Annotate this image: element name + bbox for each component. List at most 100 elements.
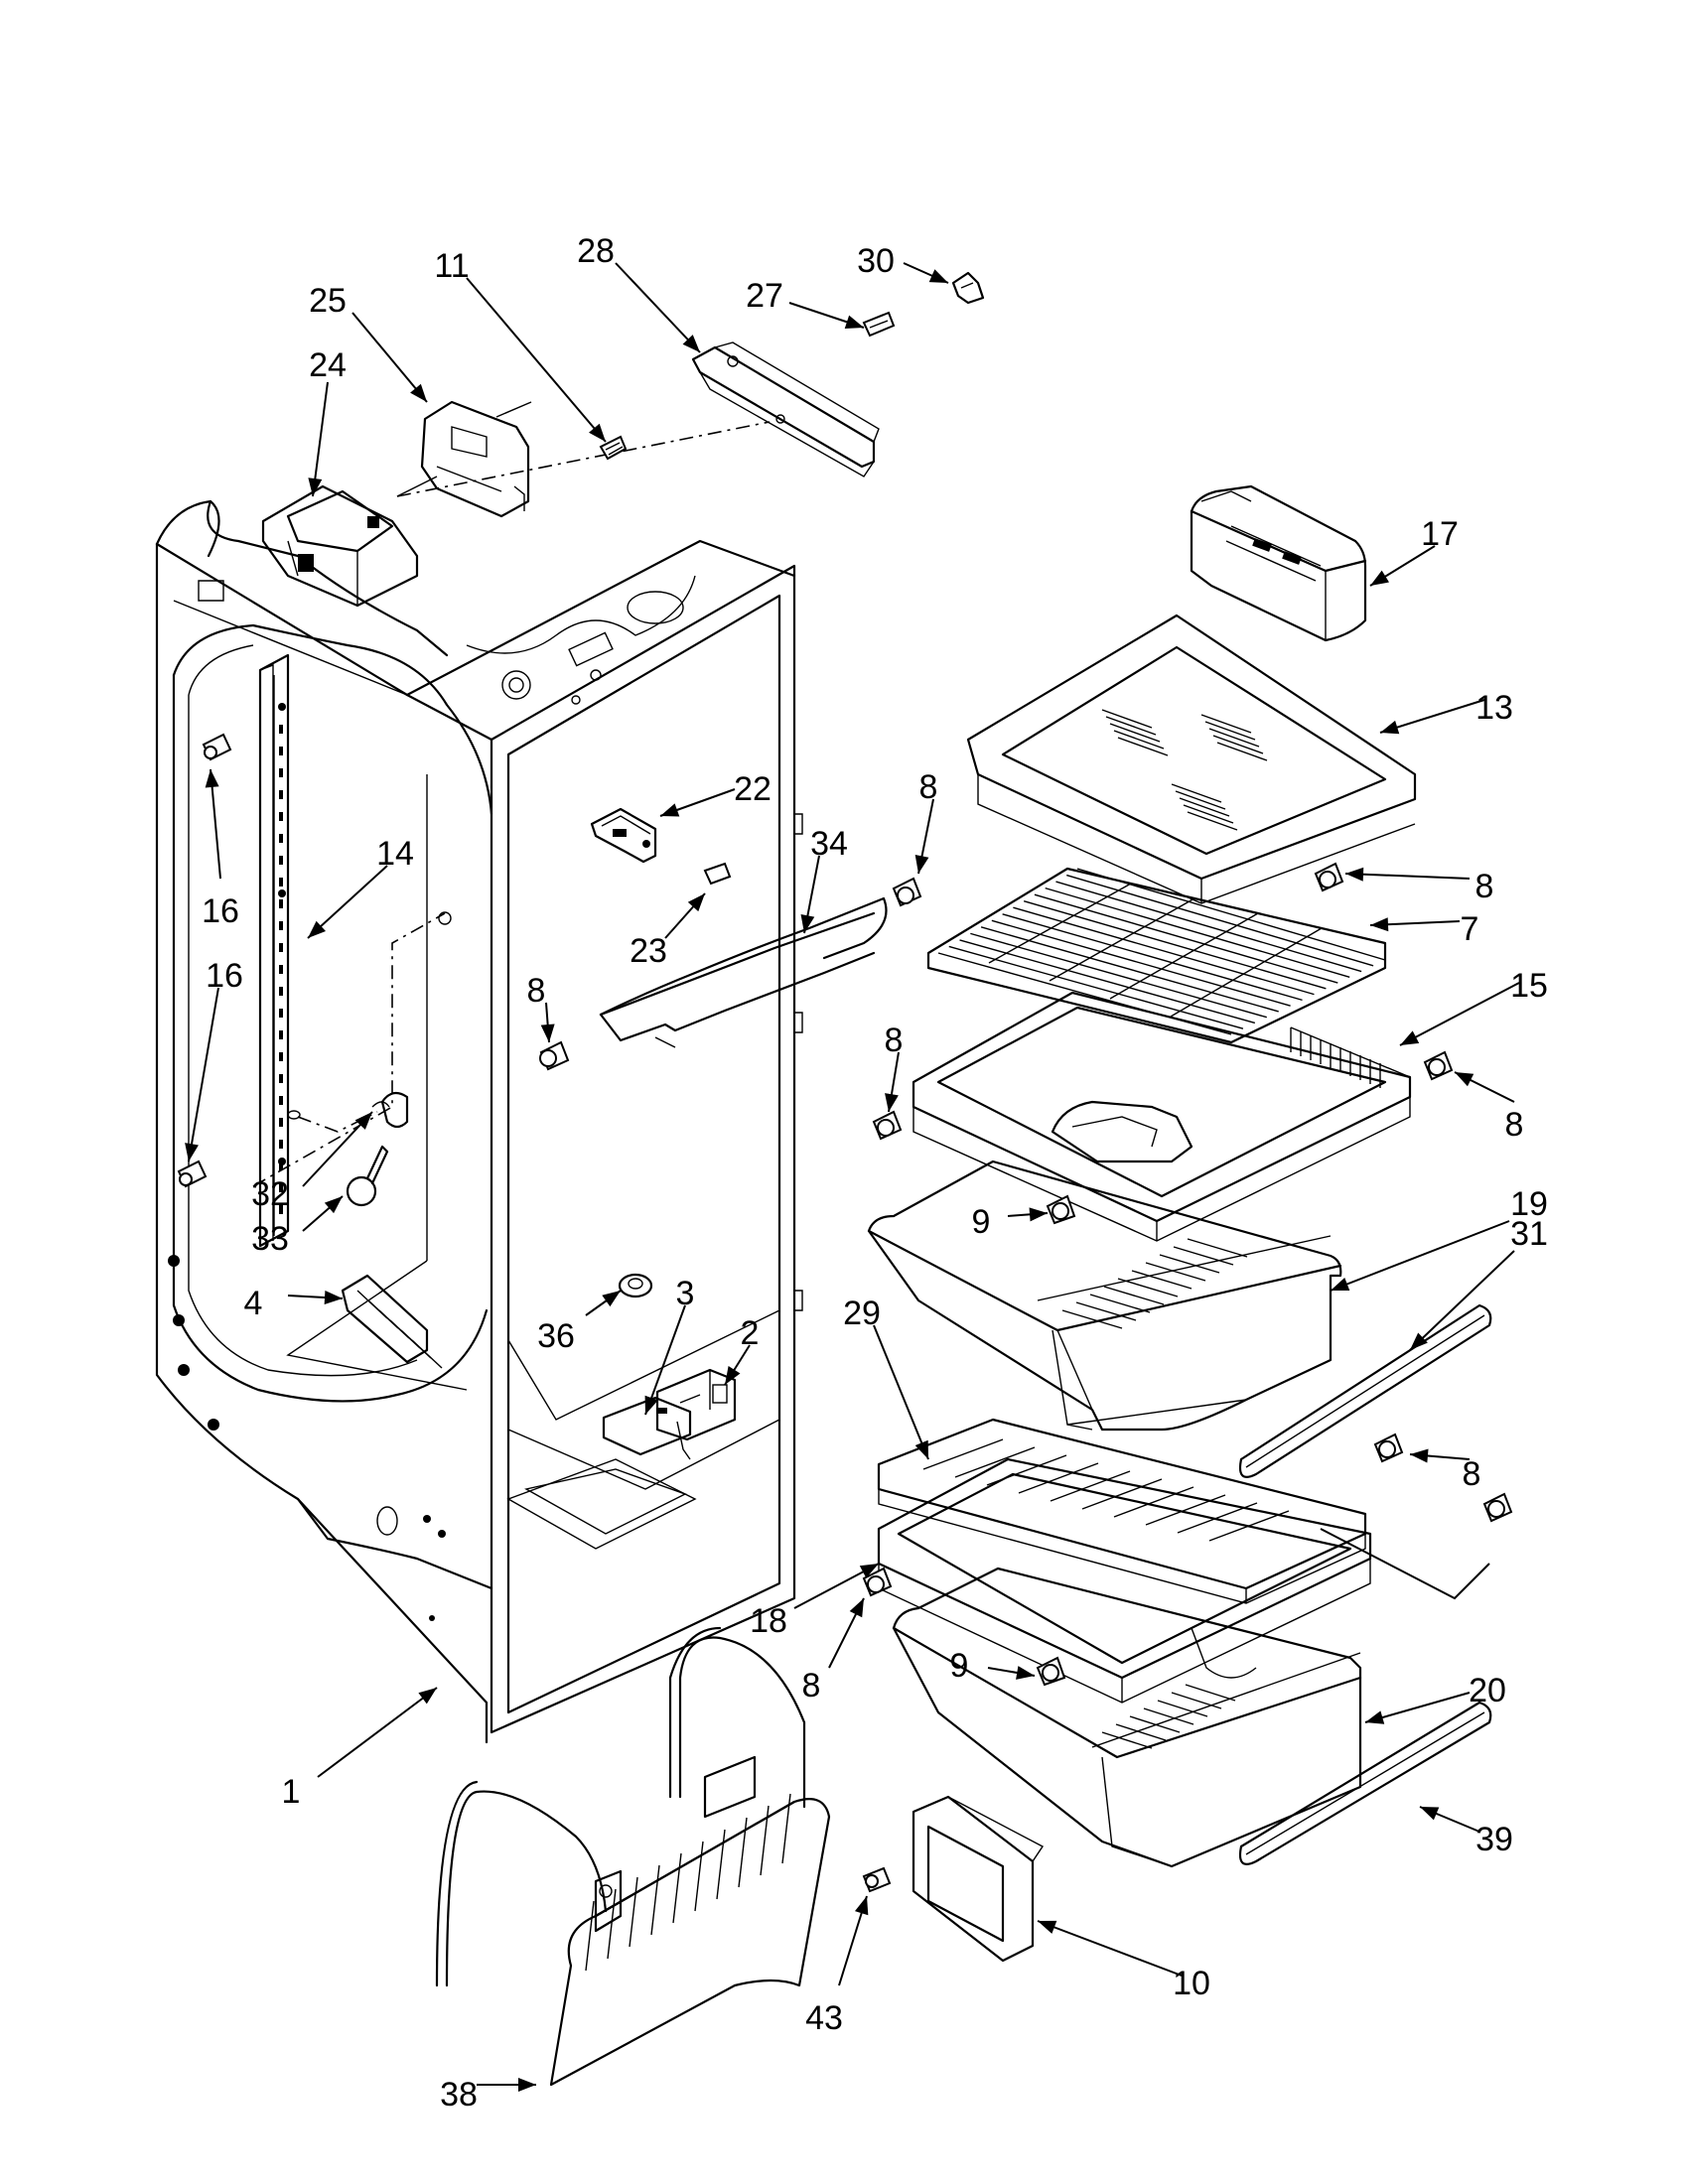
callout-c30: 30 (857, 242, 895, 280)
leader-line-c14 (307, 865, 388, 939)
pin-8-r1 (1314, 862, 1344, 892)
callout-c39: 39 (1475, 1821, 1513, 1858)
arrowhead-c8d (885, 1093, 899, 1112)
leader-line-c13 (1379, 699, 1485, 734)
bracket-3 (602, 1396, 692, 1460)
callout-c13: 13 (1475, 689, 1513, 727)
shelf-ladder (252, 653, 452, 1248)
callout-c24: 24 (309, 346, 347, 384)
callout-c38: 38 (440, 2076, 478, 2114)
pin-8-center (539, 1040, 570, 1071)
callout-c14: 14 (376, 835, 414, 873)
arrowhead-c9b (1016, 1666, 1035, 1680)
screw-16a (202, 733, 232, 761)
leader-line-c15 (1399, 982, 1520, 1046)
door-bin-17 (1190, 484, 1367, 642)
callout-c3: 3 (676, 1275, 695, 1312)
glass-shelf-13 (966, 614, 1417, 904)
callout-c31: 31 (1510, 1215, 1548, 1253)
leader-line-c28 (615, 262, 701, 353)
arrowhead-c15 (1400, 1030, 1420, 1045)
callout-c32: 32 (251, 1175, 289, 1213)
callout-c16b: 16 (206, 957, 243, 995)
arrowhead-c16a (205, 769, 219, 788)
arrowhead-c30 (928, 269, 948, 283)
plug-36 (618, 1273, 653, 1298)
pin-8-r3 (872, 1110, 903, 1141)
callout-c34: 34 (810, 825, 848, 863)
bracket-10 (912, 1795, 1045, 1963)
arrowhead-c17 (1370, 570, 1389, 586)
callout-c22: 22 (734, 770, 772, 808)
arrowhead-c36 (602, 1291, 621, 1307)
crisper-drawer-19 (867, 1160, 1342, 1432)
cabinet-liner (155, 499, 803, 1744)
pin-8-r6 (862, 1567, 893, 1597)
callout-c28: 28 (577, 232, 615, 270)
leader-line-c16b (188, 987, 219, 1162)
bracket-22 (590, 807, 657, 864)
callout-c15: 15 (1510, 967, 1548, 1005)
pin-9-b (1036, 1656, 1066, 1687)
control-housing (261, 484, 419, 608)
arrowhead-c32 (354, 1112, 372, 1130)
defrost-heater-38 (435, 1626, 831, 2087)
pan-drawer-20 (892, 1567, 1362, 1868)
crisper-divider (1051, 1100, 1193, 1163)
clip-30 (951, 271, 985, 305)
callout-c8c: 8 (527, 972, 546, 1010)
leader-line-c10 (1037, 1920, 1183, 1977)
arrowhead-c20 (1365, 1710, 1385, 1724)
callout-c19: 19 (1510, 1185, 1548, 1223)
arrowhead-c8g (849, 1598, 864, 1618)
arrowhead-c39 (1420, 1807, 1440, 1821)
arrowhead-c9a (1029, 1207, 1048, 1222)
screw-23 (703, 862, 732, 886)
arrowhead-c3 (644, 1395, 658, 1415)
callout-c9b: 9 (950, 1647, 969, 1685)
callout-c23: 23 (630, 932, 667, 970)
callout-c17: 17 (1421, 515, 1459, 553)
pin-9-a (1046, 1194, 1076, 1225)
crisper-cover-29 (877, 1418, 1367, 1604)
arrowhead-c11 (589, 423, 606, 442)
control-bracket (396, 400, 532, 518)
callout-c43: 43 (805, 1999, 843, 2037)
arrowhead-c8f (1410, 1448, 1429, 1463)
light-channel (396, 341, 880, 497)
arrowhead-c27 (844, 315, 864, 329)
light-shield-34 (599, 896, 888, 1048)
crisper-frame-15 (912, 991, 1412, 1242)
arrowhead-c14 (308, 920, 327, 938)
callout-c8f: 8 (1463, 1455, 1481, 1493)
callout-c20: 20 (1469, 1672, 1506, 1709)
leader-line-c8b (1344, 873, 1471, 880)
leader-line-c29 (873, 1324, 929, 1460)
callout-c9a: 9 (972, 1203, 991, 1241)
rail-31 (1238, 1303, 1492, 1478)
leader-line-c20 (1364, 1692, 1471, 1723)
callout-c2: 2 (741, 1314, 760, 1352)
callout-c8e: 8 (1505, 1106, 1524, 1144)
callout-c29: 29 (843, 1295, 881, 1332)
arrowhead-c8a (914, 854, 929, 874)
callout-c7: 7 (1461, 910, 1479, 948)
screw-16b (177, 1160, 208, 1188)
leader-line-c31 (1409, 1250, 1515, 1351)
screw-11 (599, 435, 628, 461)
arrowhead-c31 (1410, 1332, 1428, 1350)
callout-c8d: 8 (885, 1022, 904, 1059)
arrowhead-c7 (1370, 917, 1389, 932)
pin-8-r4 (1373, 1433, 1404, 1463)
arrowhead-c43 (854, 1896, 869, 1916)
callout-c8b: 8 (1475, 868, 1494, 905)
screw-43 (862, 1866, 892, 1893)
bracket-2 (655, 1368, 737, 1441)
arrowhead-c24 (308, 478, 323, 496)
light-socket-32 (287, 1091, 409, 1133)
leader-line-c19 (1330, 1220, 1510, 1292)
callout-c25: 25 (309, 282, 347, 320)
arrowhead-c28 (682, 335, 700, 352)
light-bulb-33 (346, 1145, 389, 1207)
